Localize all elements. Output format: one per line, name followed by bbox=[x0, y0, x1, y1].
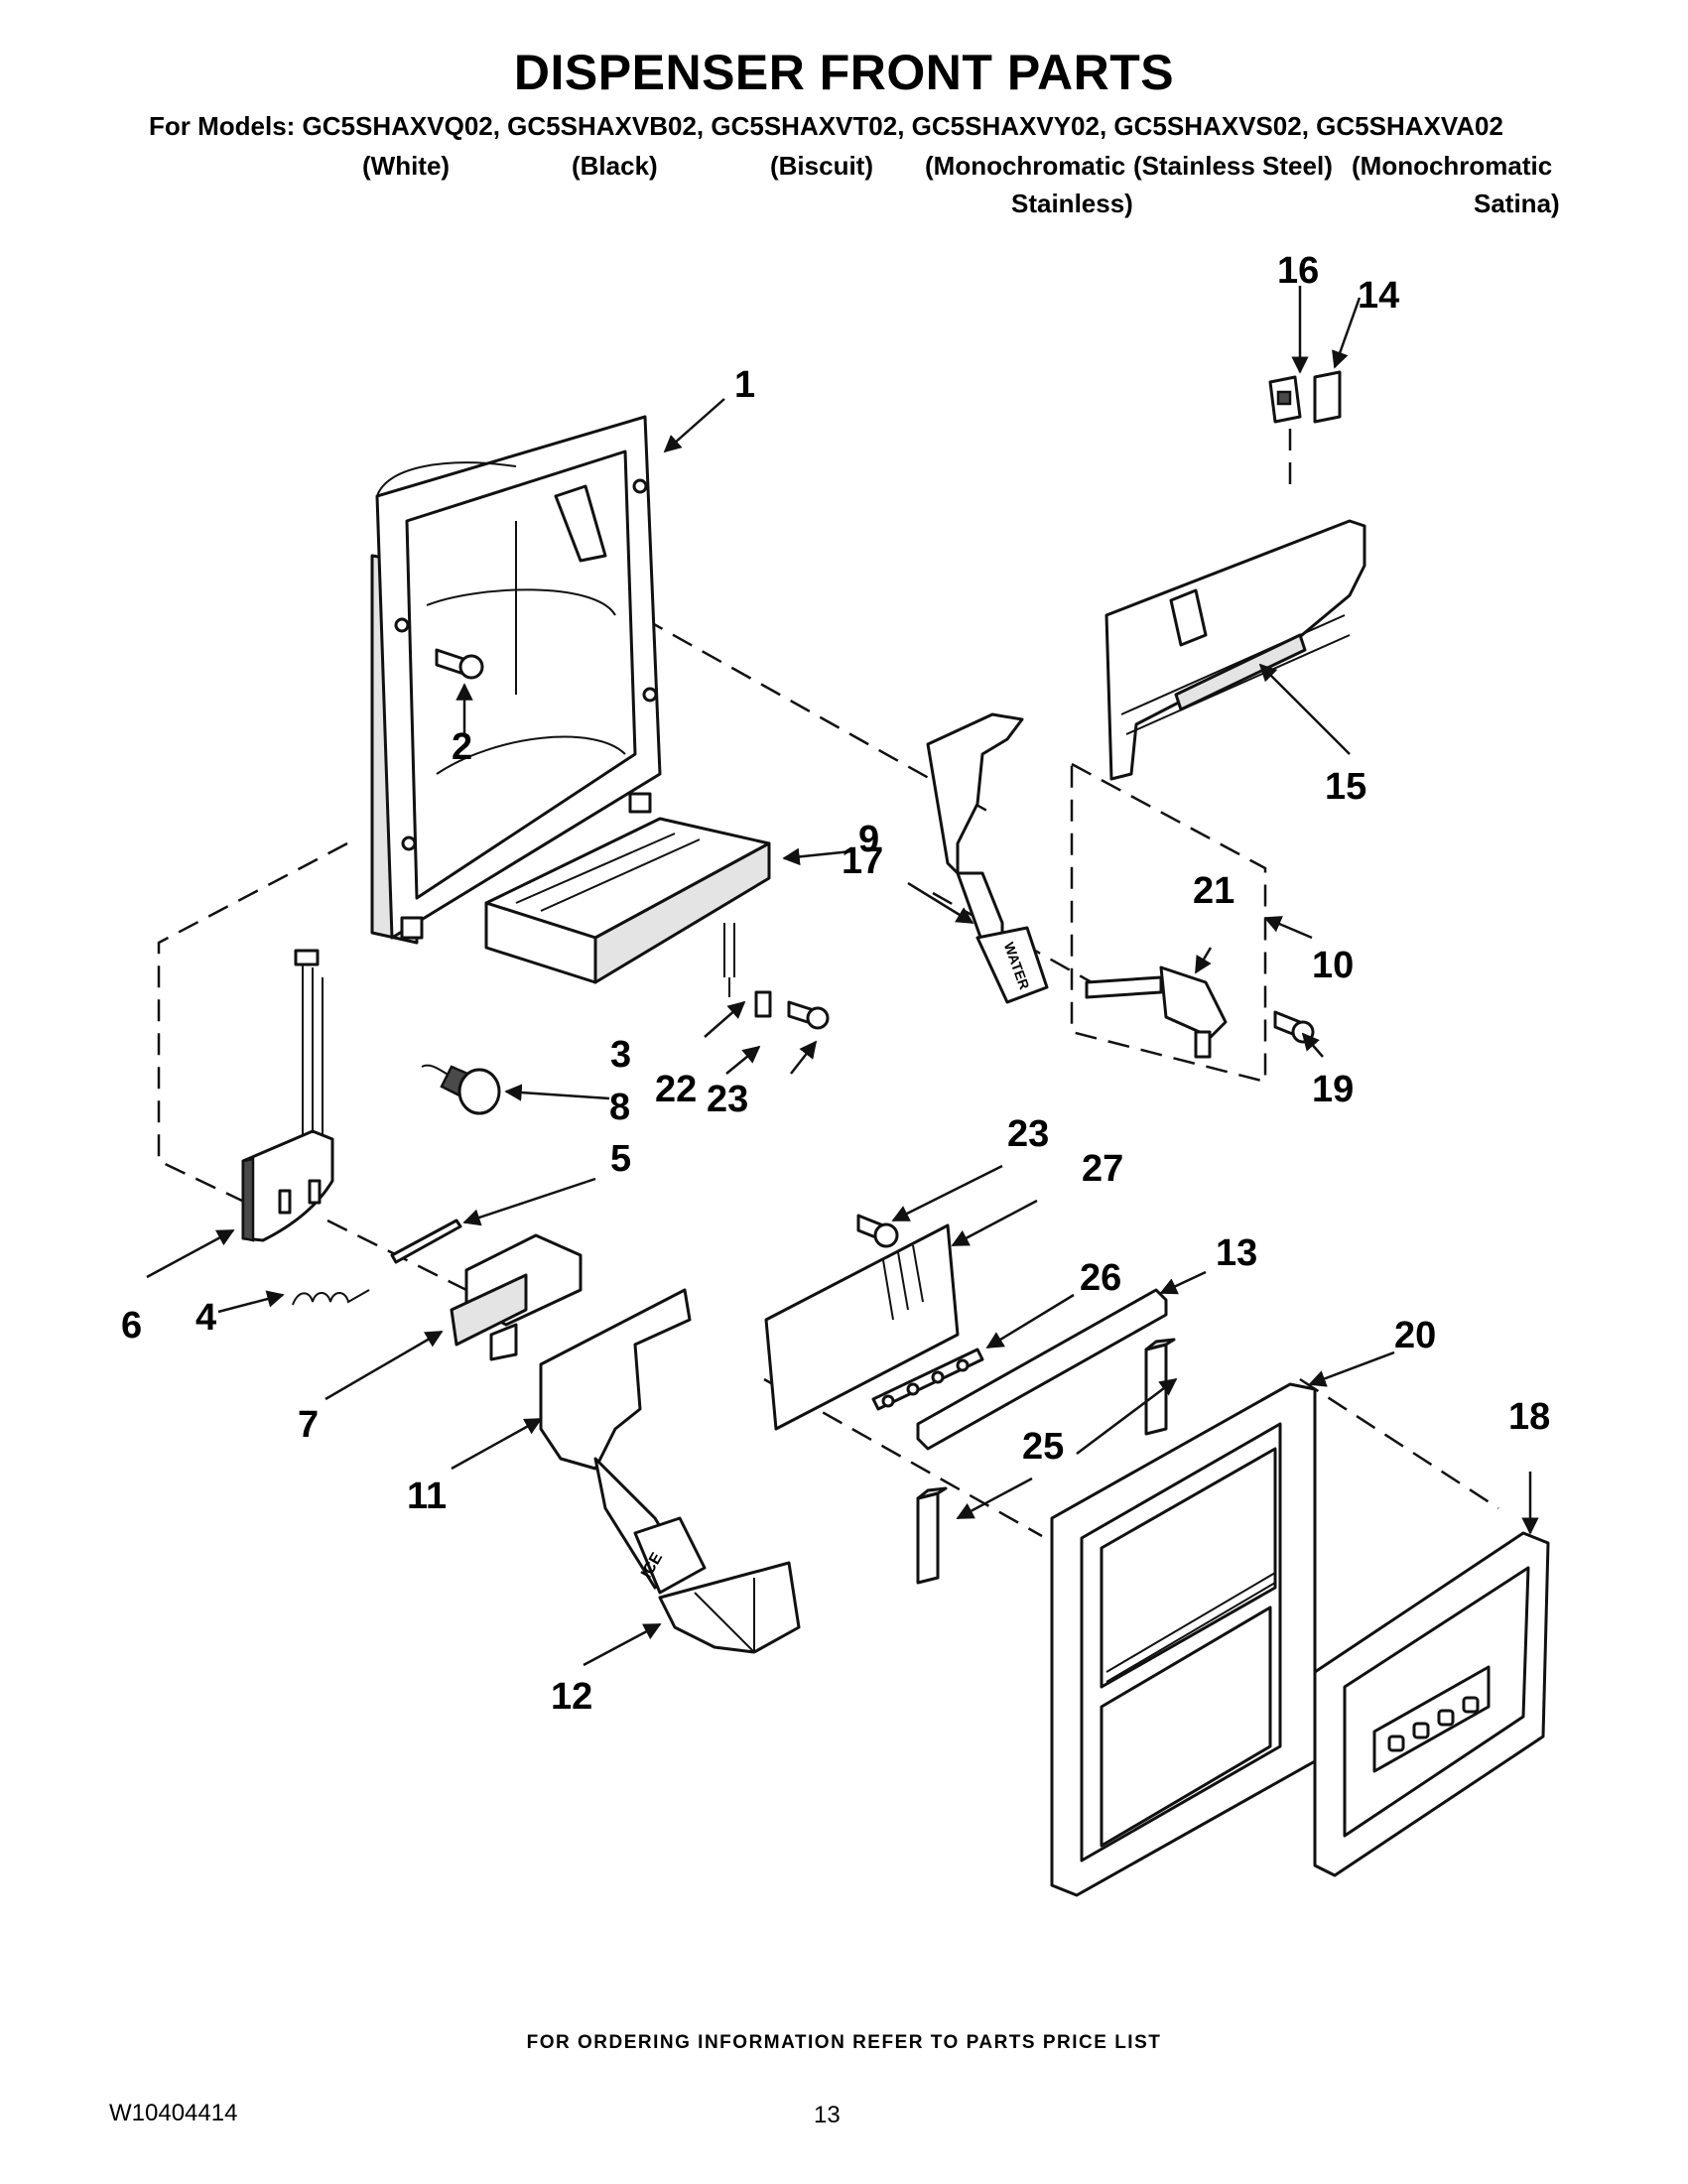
callout-8: 8 bbox=[609, 1087, 630, 1128]
part-7-actuator bbox=[450, 1233, 583, 1361]
callout-11: 11 bbox=[407, 1476, 447, 1517]
part-18-front-panel bbox=[1313, 1531, 1550, 1877]
callout-15: 15 bbox=[1325, 766, 1366, 808]
callout-25: 25 bbox=[1022, 1426, 1064, 1468]
part-3-spring-clip bbox=[723, 923, 735, 997]
part-6-control-box bbox=[241, 949, 334, 1242]
part-23-screw-a bbox=[787, 1000, 830, 1030]
callout-7: 7 bbox=[298, 1404, 319, 1446]
part-21-switch bbox=[1085, 965, 1228, 1059]
part-8-motor bbox=[421, 1064, 501, 1115]
part-11-ice-lever bbox=[539, 1288, 707, 1595]
callout-12: 12 bbox=[551, 1676, 592, 1718]
part-25-foam-block-left bbox=[916, 1486, 948, 1585]
callout-10: 10 bbox=[1312, 945, 1354, 986]
part-2-screw bbox=[435, 648, 484, 680]
part-5-pin bbox=[390, 1219, 462, 1264]
color-black: (Black) bbox=[572, 151, 658, 181]
document-number: W10404414 bbox=[109, 2100, 238, 2126]
callout-9: 9 bbox=[858, 819, 879, 860]
callout-16: 16 bbox=[1277, 250, 1319, 292]
part-16-clip bbox=[1268, 375, 1302, 424]
callout-21: 21 bbox=[1193, 870, 1234, 912]
callout-13: 13 bbox=[1216, 1232, 1257, 1274]
page-title: DISPENSER FRONT PARTS bbox=[513, 45, 1175, 100]
part-17-water-lever bbox=[926, 712, 1049, 1004]
callout-27: 27 bbox=[1082, 1148, 1123, 1190]
callout-23-lower-left: 23 bbox=[707, 1079, 748, 1120]
callout-14: 14 bbox=[1358, 275, 1399, 317]
callout-arrows bbox=[146, 286, 1539, 1667]
callout-1: 1 bbox=[734, 364, 755, 406]
page-number: 13 bbox=[814, 2102, 841, 2128]
color-biscuit: (Biscuit) bbox=[770, 151, 873, 181]
color-mono-satina-line2: Satina) bbox=[1474, 189, 1560, 218]
part-4-spring bbox=[292, 1289, 370, 1306]
part-15-bracket bbox=[1104, 519, 1366, 781]
part-14-plate bbox=[1313, 370, 1342, 424]
part-27-circuit-board bbox=[764, 1223, 960, 1431]
part-22-clip bbox=[754, 990, 772, 1018]
callout-22: 22 bbox=[655, 1069, 697, 1110]
callout-3: 3 bbox=[610, 1034, 631, 1076]
part-13-seal-strip bbox=[916, 1288, 1168, 1451]
part-23-screw-b bbox=[856, 1214, 899, 1248]
callout-18: 18 bbox=[1508, 1396, 1550, 1438]
part-9-drip-tray bbox=[484, 817, 771, 984]
color-mono-satina-line1: (Monochromatic bbox=[1352, 151, 1553, 181]
part-20-dispenser-frame bbox=[1050, 1382, 1317, 1897]
callout-5: 5 bbox=[610, 1138, 631, 1180]
part-12-ice-chute bbox=[658, 1561, 801, 1654]
callout-23-upper: 23 bbox=[1007, 1113, 1049, 1155]
callout-26: 26 bbox=[1080, 1257, 1121, 1299]
models-line: For Models: GC5SHAXVQ02, GC5SHAXVB02, GC… bbox=[149, 111, 1503, 141]
ordering-info-footer: FOR ORDERING INFORMATION REFER TO PARTS … bbox=[526, 2032, 1162, 2053]
callout-6: 6 bbox=[121, 1305, 142, 1347]
callout-19: 19 bbox=[1312, 1069, 1354, 1110]
callout-17: 17 bbox=[842, 840, 883, 882]
color-mono-stainless-line2: Stainless) bbox=[1011, 189, 1133, 218]
callout-4: 4 bbox=[195, 1297, 216, 1339]
part-1-dispenser-housing bbox=[370, 415, 662, 945]
callout-2: 2 bbox=[452, 726, 472, 768]
part-25-foam-block-right bbox=[1144, 1338, 1176, 1436]
callout-20: 20 bbox=[1394, 1315, 1436, 1356]
color-white: (White) bbox=[362, 151, 451, 181]
color-stainless-steel: (Stainless Steel) bbox=[1133, 151, 1333, 181]
part-26-led-strip bbox=[871, 1348, 984, 1411]
color-mono-stainless-line1: (Monochromatic bbox=[925, 151, 1126, 181]
